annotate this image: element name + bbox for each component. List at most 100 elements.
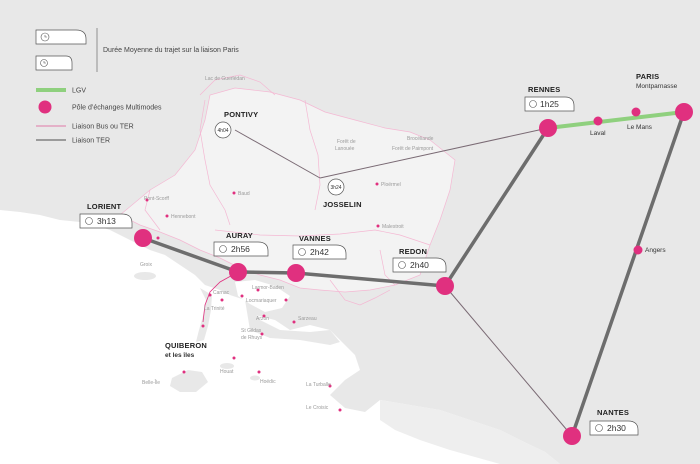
dot-le-croisic (338, 408, 342, 412)
place-la-trinite: La Trinité (204, 306, 225, 312)
place-hennebont: Hennebont (171, 214, 196, 220)
dot-locmariaquer (240, 294, 244, 298)
bus-line-auray-quiberon (202, 271, 239, 323)
clock-icon (219, 245, 227, 253)
legend-hub-label: Pôle d’échanges Multimodes (72, 105, 162, 112)
clock-icon (398, 261, 406, 269)
time-nantes: 2h30 (607, 423, 626, 433)
time-lorient: 3h13 (97, 216, 116, 226)
hub-lorient (134, 229, 152, 247)
time-redon: 2h40 (410, 260, 429, 270)
city-pontivy: PONTIVY (224, 110, 258, 119)
hub-auray (229, 263, 247, 281)
ter-lines (141, 110, 686, 438)
city-iles: et les îles (165, 352, 195, 359)
city-vannes: VANNES (299, 234, 331, 243)
dot-quiberon (201, 324, 205, 328)
city-rennes: RENNES (528, 85, 560, 94)
dept-border-5 (329, 279, 391, 306)
place-belle-ile: Belle-Île (142, 379, 160, 386)
time-badge-auray (213, 241, 269, 257)
place-locmariaquer: Locmariaquer (246, 298, 277, 304)
hub-redon (436, 277, 454, 295)
place-names: Lac de Guerlédan Forêt de Lanouée Brocél… (140, 76, 434, 411)
clock-icon (298, 248, 306, 256)
place-sarzeau: Sarzeau (298, 316, 317, 322)
place-carnac: Carnac (213, 290, 230, 296)
dept-border-4 (199, 74, 276, 96)
legend-hub-swatch (38, 100, 52, 114)
city-auray: AURAY (226, 231, 253, 240)
legend-bus-label: Liaison Bus ou TER (72, 124, 134, 131)
legend: Durée Moyenne du trajet sur la liaison P… (35, 28, 239, 145)
bus-line-pontivy-josselin (234, 129, 321, 179)
place-broceliande-1: Brocéliande (407, 136, 434, 142)
dot-arzon (262, 314, 266, 318)
place-st-gildas-1: St Gildas (241, 328, 262, 334)
hub-vannes (287, 264, 305, 282)
island-groix (134, 272, 156, 280)
hub-rennes (539, 119, 557, 137)
dot-la-turballe (328, 384, 332, 388)
place-larmor-baden: Larmor-Baden (252, 285, 284, 291)
city-quiberon: QUIBERON (165, 341, 207, 350)
time-vannes: 2h42 (310, 247, 329, 257)
place-dots (145, 182, 380, 412)
station-laval: Laval (590, 130, 606, 137)
place-houat: Houat (220, 369, 234, 375)
bus-line-josselin-rennes (319, 127, 549, 179)
region-brittany (119, 87, 456, 293)
place-ploermel: Ploërmel (381, 182, 401, 188)
city-nantes: NANTES (597, 408, 629, 417)
legend-train-badge-2 (35, 55, 73, 71)
clock-hands-icon (44, 35, 47, 38)
station-le-mans: Le Mans (627, 124, 653, 131)
place-broceliande-2: Forêt de Paimpont (392, 146, 434, 152)
time-badge-vannes (292, 244, 347, 260)
dot-lorient-port (156, 236, 160, 240)
dot-hoedic (257, 370, 261, 374)
hub-paris (675, 103, 693, 121)
time-badge-rennes (524, 96, 575, 112)
city-lorient: LORIENT (87, 202, 122, 211)
dept-border-2 (304, 99, 321, 211)
place-hoedic: Hoëdic (260, 379, 276, 385)
dot-houat (232, 356, 236, 360)
time-badge-nantes (589, 420, 639, 436)
city-redon: REDON (399, 247, 427, 256)
city-montparnasse: Montparnasse (636, 83, 678, 90)
place-st-gildas-2: de Rhuys (241, 335, 263, 341)
place-le-croisic: Le Croisic (306, 405, 329, 411)
city-paris: PARIS (636, 72, 659, 81)
dot-malestroit (376, 224, 380, 228)
clock-icon (40, 32, 50, 42)
time-badges: 1h25 3h13 2h56 2h42 2h40 2h30 4h04 3h24 (79, 96, 639, 436)
place-foret-lanouee-2: Lanouée (335, 146, 355, 152)
legend-train-badge-1 (35, 29, 87, 45)
hubs (134, 103, 693, 445)
dot-ploermel (375, 182, 379, 186)
time-badge-pontivy (214, 121, 232, 139)
clock-icon (85, 217, 93, 225)
legend-ter-label: Liaison TER (72, 138, 110, 145)
station-dot-le-mans (631, 107, 641, 117)
place-groix: Groix (140, 262, 152, 268)
lgv-line (546, 110, 686, 130)
time-badge-redon (392, 257, 447, 273)
dot-larmor (256, 288, 260, 292)
station-dot-laval (593, 116, 603, 126)
dot-vannes-2 (284, 298, 288, 302)
legend-duration-label: Durée Moyenne du trajet sur la liaison P… (103, 47, 239, 54)
dot-belle-ile (182, 370, 186, 374)
clock-hands-icon (43, 61, 46, 64)
dot-st-gildas (260, 332, 264, 336)
place-malestroit: Malestroit (382, 224, 404, 230)
station-dot-angers (633, 245, 643, 255)
clock-icon (595, 424, 603, 432)
dot-pont-scorff (145, 198, 149, 202)
place-pont-scorff: Pont-Scorff (144, 196, 170, 202)
dot-hennebont (165, 214, 169, 218)
island-hoedic (250, 375, 260, 381)
rhuys-peninsula (245, 300, 340, 345)
